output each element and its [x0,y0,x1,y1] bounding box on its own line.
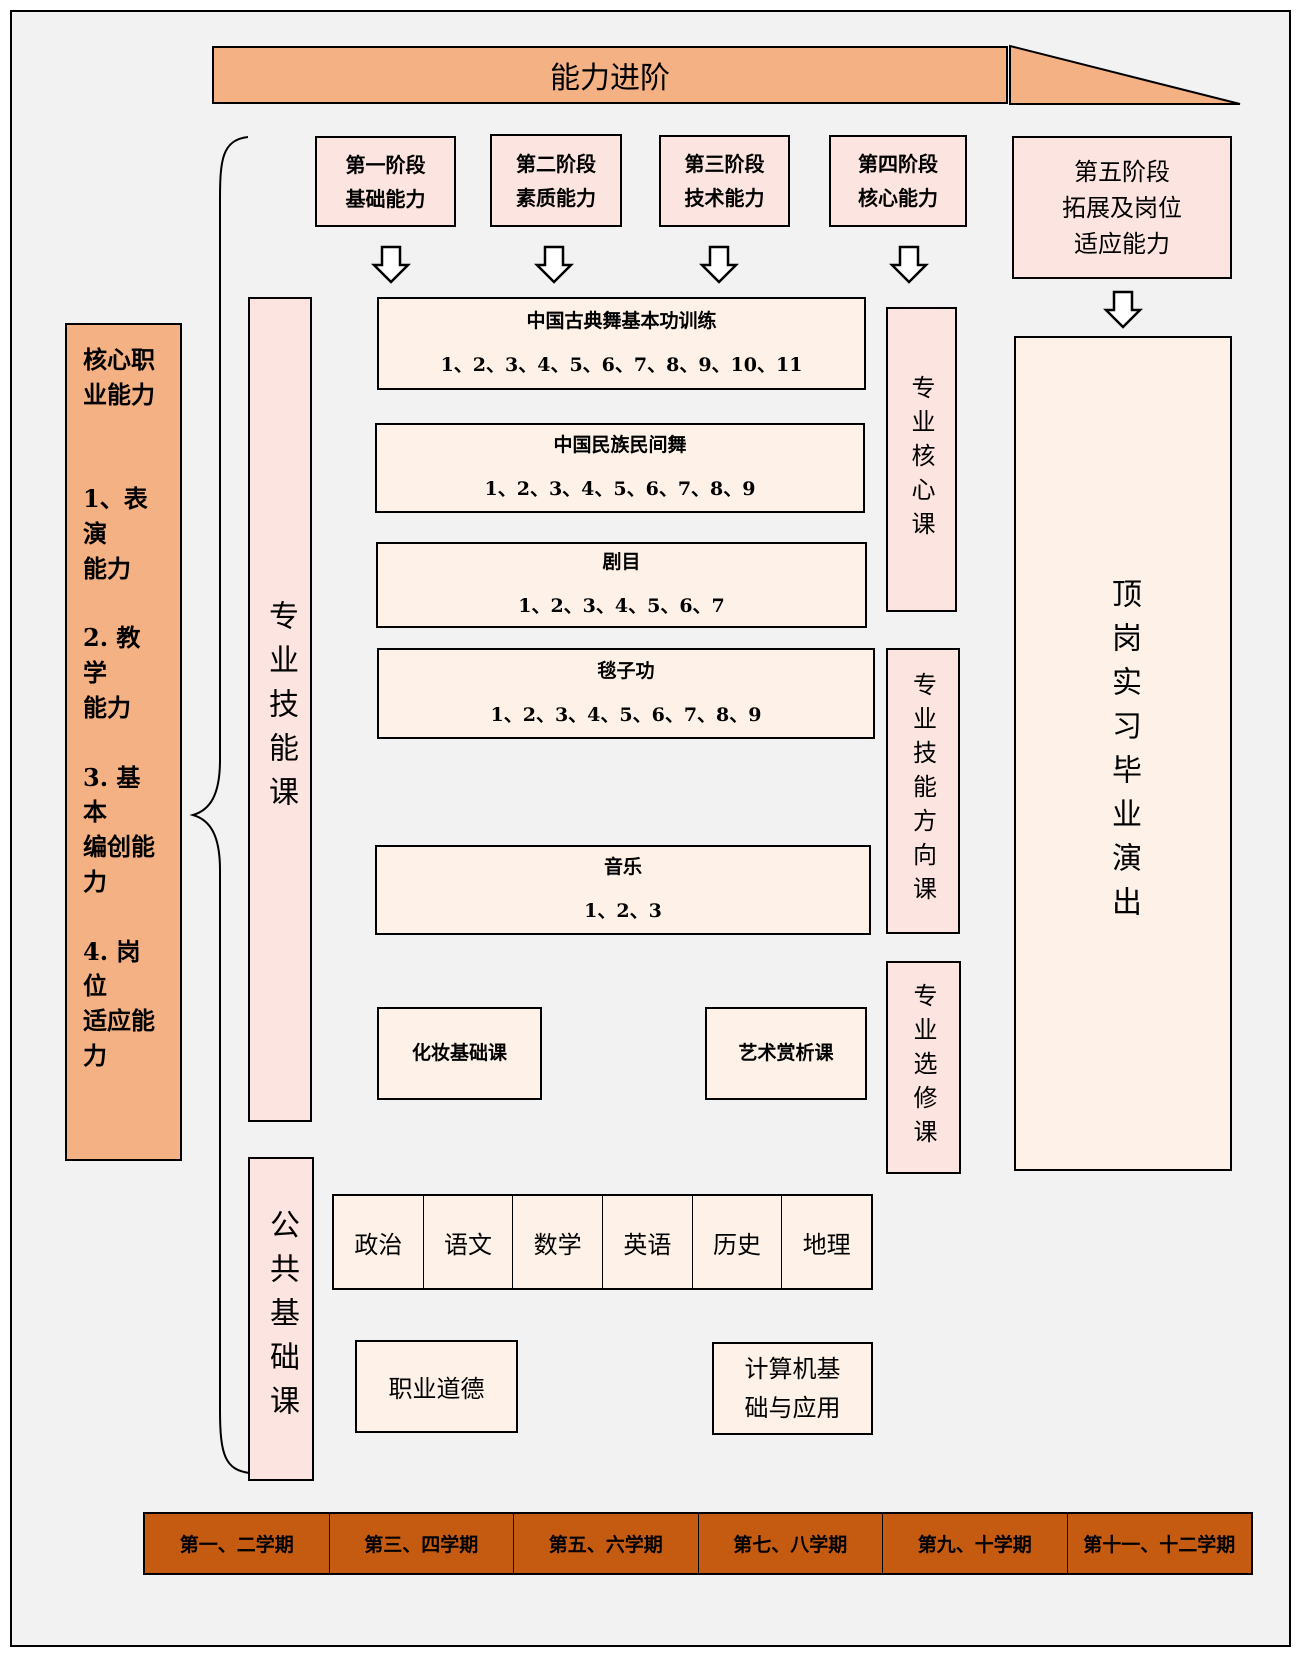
internship-label: 顶岗实习毕业演出 [1106,577,1141,930]
course-terms: 1、2、3 [584,900,662,922]
course-terms: 1、2、3、4、5、6、7 [518,595,725,617]
category-public-box: 公共基础课 [248,1157,314,1481]
stage-4-box: 第四阶段 核心能力 [829,135,967,227]
public-computer-box: 计算机基 础与应用 [712,1342,873,1435]
course-repertoire: 剧目 1、2、3、4、5、6、7 [376,542,867,628]
course-terms: 1、2、3、4、5、6、7、8、9 [490,703,762,726]
course-name: 音乐 [603,856,642,879]
course-terms: 1、2、3、4、5、6、7、8、9、10、11 [440,353,803,376]
category-elective-box: 专业选修课 [886,961,961,1174]
stage-5-box: 第五阶段 拓展及岗位 适应能力 [1012,136,1232,279]
course-classical-dance: 中国古典舞基本功训练 1、2、3、4、5、6、7、8、9、10、11 [377,297,866,390]
category-skill-box: 专业技能课 [248,297,312,1122]
term-cell: 第三、四学期 [330,1514,514,1573]
course-name: 中国古典舞基本功训练 [526,309,717,332]
curly-brace [189,136,251,1474]
course-terms: 1、2、3、4、5、6、7、8、9 [484,478,756,500]
header-title: 能力进阶 [550,61,670,96]
term-cell: 第九、十学期 [883,1514,1068,1573]
subject-cell: 政治 [334,1196,424,1288]
public-computer-line2: 础与应用 [744,1393,841,1422]
term-cell: 第十一、十二学期 [1083,1534,1236,1556]
header-title-bar: 能力进阶 [212,46,1008,104]
public-subjects-row: 政治 语文 数学 英语 历史 地理 [332,1194,873,1290]
elective-makeup: 化妆基础课 [377,1007,542,1100]
public-ethics-box: 职业道德 [355,1340,518,1433]
course-name: 中国民族民间舞 [553,434,687,457]
subject-cell: 英语 [603,1196,693,1288]
category-elective-label: 专业选修课 [909,982,937,1153]
course-name: 毯子功 [597,659,655,682]
category-direction-box: 专业技能方向课 [886,648,960,934]
core-ability-column: 核心职 业能力 1、表演 能力 2. 教 学 能力 3. 基 本 编创能 力 4… [65,323,182,1161]
course-folk-dance: 中国民族民间舞 1、2、3、4、5、6、7、8、9 [375,423,865,513]
category-skill-label: 专业技能课 [263,599,298,820]
down-arrow-icon-4 [888,245,930,284]
stage-5-ability-line2: 适应能力 [1074,229,1170,258]
elective-makeup-label: 化妆基础课 [411,1041,507,1064]
terms-row: 第一、二学期 第三、四学期 第五、六学期 第七、八学期 第九、十学期 第十一、十… [143,1512,1253,1575]
down-arrow-icon-2 [533,245,575,284]
stage-1-title: 第一阶段 [345,152,426,177]
stage-2-title: 第二阶段 [516,151,596,176]
course-name: 剧目 [602,551,641,574]
stage-3-ability: 技术能力 [684,186,765,210]
term-cell: 第五、六学期 [514,1514,699,1573]
stage-5-title: 第五阶段 [1074,157,1170,186]
down-arrow-icon-3 [698,245,740,284]
stage-3-title: 第三阶段 [684,152,765,176]
stage-1-box: 第一阶段 基础能力 [315,136,456,227]
stage-4-ability: 核心能力 [858,186,938,210]
public-ethics-label: 职业道德 [388,1375,485,1403]
subject-cell: 语文 [424,1196,514,1288]
public-computer-line1: 计算机基 [744,1355,841,1384]
stage-5-ability-line1: 拓展及岗位 [1062,193,1182,222]
core-ability-text: 核心职 业能力 1、表演 能力 2. 教 学 能力 3. 基 本 编创能 力 4… [83,345,155,1070]
stage-4-title: 第四阶段 [858,152,938,176]
stage-1-ability: 基础能力 [345,186,426,211]
stage-2-ability: 素质能力 [516,185,596,210]
down-arrow-icon-1 [370,245,412,284]
stage-2-box: 第二阶段 素质能力 [490,134,622,227]
subject-cell: 历史 [693,1196,783,1288]
category-direction-label: 专业技能方向课 [908,672,937,910]
category-core-box: 专业核心课 [886,307,957,612]
category-public-label: 公共基础课 [264,1209,299,1429]
internship-box: 顶岗实习毕业演出 [1014,336,1232,1171]
course-music: 音乐 1、2、3 [375,845,871,935]
term-cell: 第七、八学期 [699,1514,883,1573]
category-core-label: 专业核心课 [907,374,935,545]
down-arrow-icon-5 [1102,290,1144,329]
elective-art-label: 艺术赏析课 [738,1041,834,1064]
subject-cell: 地理 [802,1230,851,1259]
elective-art-appreciation: 艺术赏析课 [705,1007,867,1100]
subject-cell: 数学 [513,1196,604,1288]
stage-3-box: 第三阶段 技术能力 [659,135,790,227]
term-cell: 第一、二学期 [145,1514,330,1573]
header-arrow-tip [1009,44,1241,105]
course-tumbling: 毯子功 1、2、3、4、5、6、7、8、9 [377,648,875,739]
